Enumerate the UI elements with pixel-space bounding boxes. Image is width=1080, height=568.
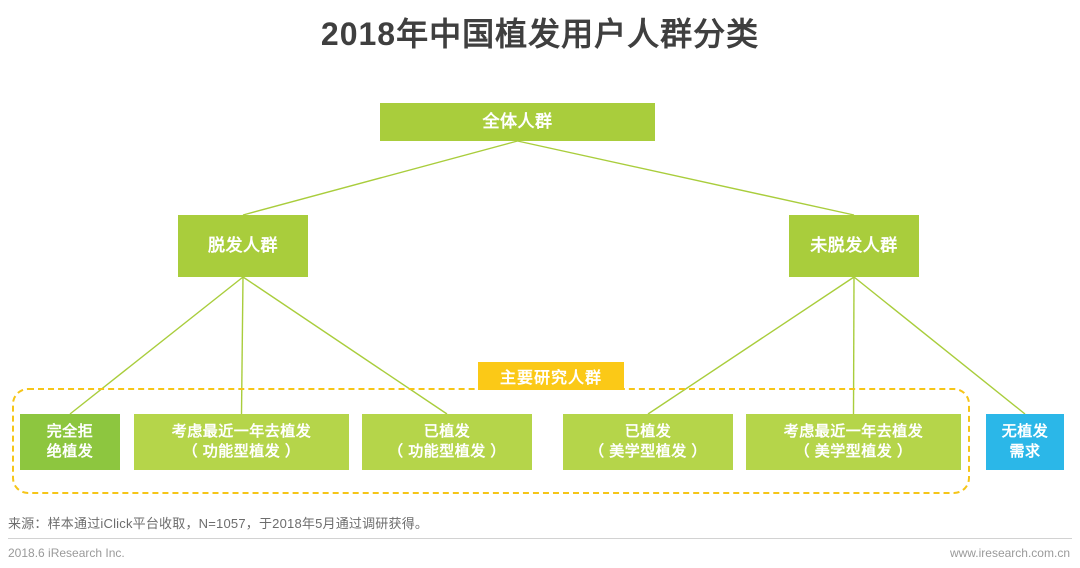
node-leaf-consider-aesthetic-line1: 考虑最近一年去植发 [783,423,924,441]
node-all-population-label: 全体人群 [482,111,553,131]
node-leaf-done-functional-line2: （ 功能型植发 ） [388,443,506,460]
page-title: 2018年中国植发用户人群分类 [320,16,760,52]
node-leaf-done-aesthetic-line2: （ 美学型植发 ） [589,443,707,460]
node-no-hair-loss-label: 未脱发人群 [810,235,898,255]
node-leaf-done-aesthetic-line1: 已植发 [624,423,672,441]
node-leaf-refuse-transplant-line2: 绝植发 [46,443,94,460]
node-leaf-refuse-transplant[interactable]: 完全拒 绝植发 [20,414,120,470]
node-leaf-done-functional[interactable]: 已植发 （ 功能型植发 ） [362,414,532,470]
node-leaf-consider-functional[interactable]: 考虑最近一年去植发 （ 功能型植发 ） [134,414,349,470]
footer-divider [8,538,1072,539]
node-no-hair-loss-population[interactable]: 未脱发人群 [789,215,919,277]
footer-copyright: 2018.6 iResearch Inc. [8,546,125,560]
source-note: 来源：样本通过iClick平台收取，N=1057，于2018年5月通过调研获得。 [8,516,429,531]
node-leaf-consider-functional-line1: 考虑最近一年去植发 [171,423,312,441]
node-leaf-no-demand-line2: 需求 [1009,443,1041,460]
main-research-label-text: 主要研究人群 [499,370,602,387]
node-leaf-consider-functional-line2: （ 功能型植发 ） [182,443,301,460]
main-research-label: 主要研究人群 [478,362,624,390]
node-leaf-done-functional-line1: 已植发 [423,423,471,441]
footer-website[interactable]: www.iresearch.com.cn [949,546,1070,560]
node-leaf-refuse-transplant-line1: 完全拒 [46,423,94,441]
node-leaf-consider-aesthetic[interactable]: 考虑最近一年去植发 （ 美学型植发 ） [746,414,961,470]
node-all-population[interactable]: 全体人群 [380,103,655,141]
node-leaf-done-aesthetic[interactable]: 已植发 （ 美学型植发 ） [563,414,733,470]
node-hair-loss-population[interactable]: 脱发人群 [178,215,308,277]
node-hair-loss-label: 脱发人群 [208,235,278,255]
node-leaf-no-demand[interactable]: 无植发 需求 [986,414,1064,470]
node-leaf-consider-aesthetic-line2: （ 美学型植发 ） [794,443,913,460]
node-leaf-no-demand-line1: 无植发 [1001,423,1049,441]
